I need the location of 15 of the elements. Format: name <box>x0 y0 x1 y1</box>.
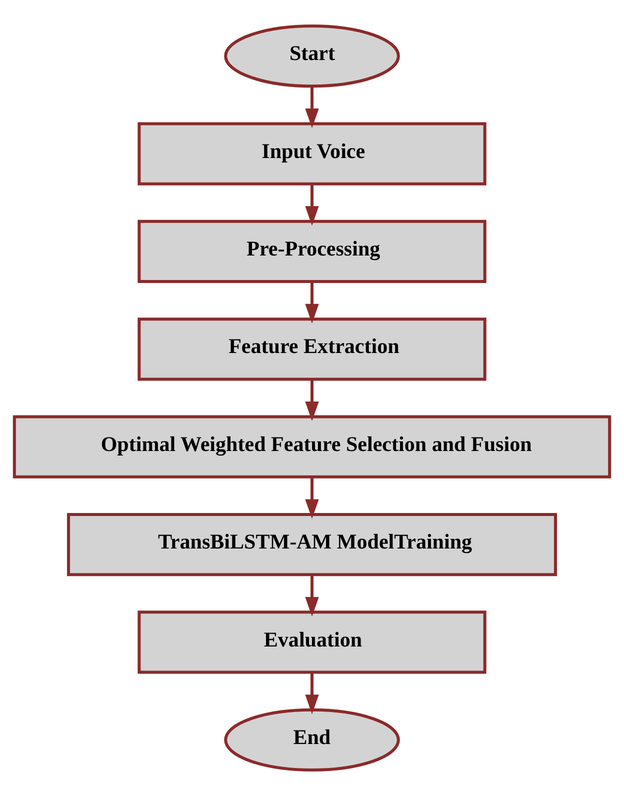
arrow <box>305 574 319 617</box>
node-box: TransBiLSTM-AM ModelTraining <box>67 512 557 576</box>
node-box: Input Voice <box>138 122 486 186</box>
arrow <box>305 184 319 226</box>
arrow <box>305 477 319 519</box>
arrow <box>305 672 319 714</box>
arrow <box>305 86 319 128</box>
node-box: Feature Extraction <box>138 318 486 381</box>
node-box: Pre-Processing <box>138 220 486 284</box>
arrow <box>305 282 319 324</box>
arrow <box>305 380 319 422</box>
node-ellipse: End <box>224 708 400 772</box>
node-box: Optimal Weighted Feature Selection and Fusion <box>12 415 612 478</box>
node-ellipse: Start <box>224 24 400 88</box>
node-box: Evaluation <box>138 610 486 674</box>
